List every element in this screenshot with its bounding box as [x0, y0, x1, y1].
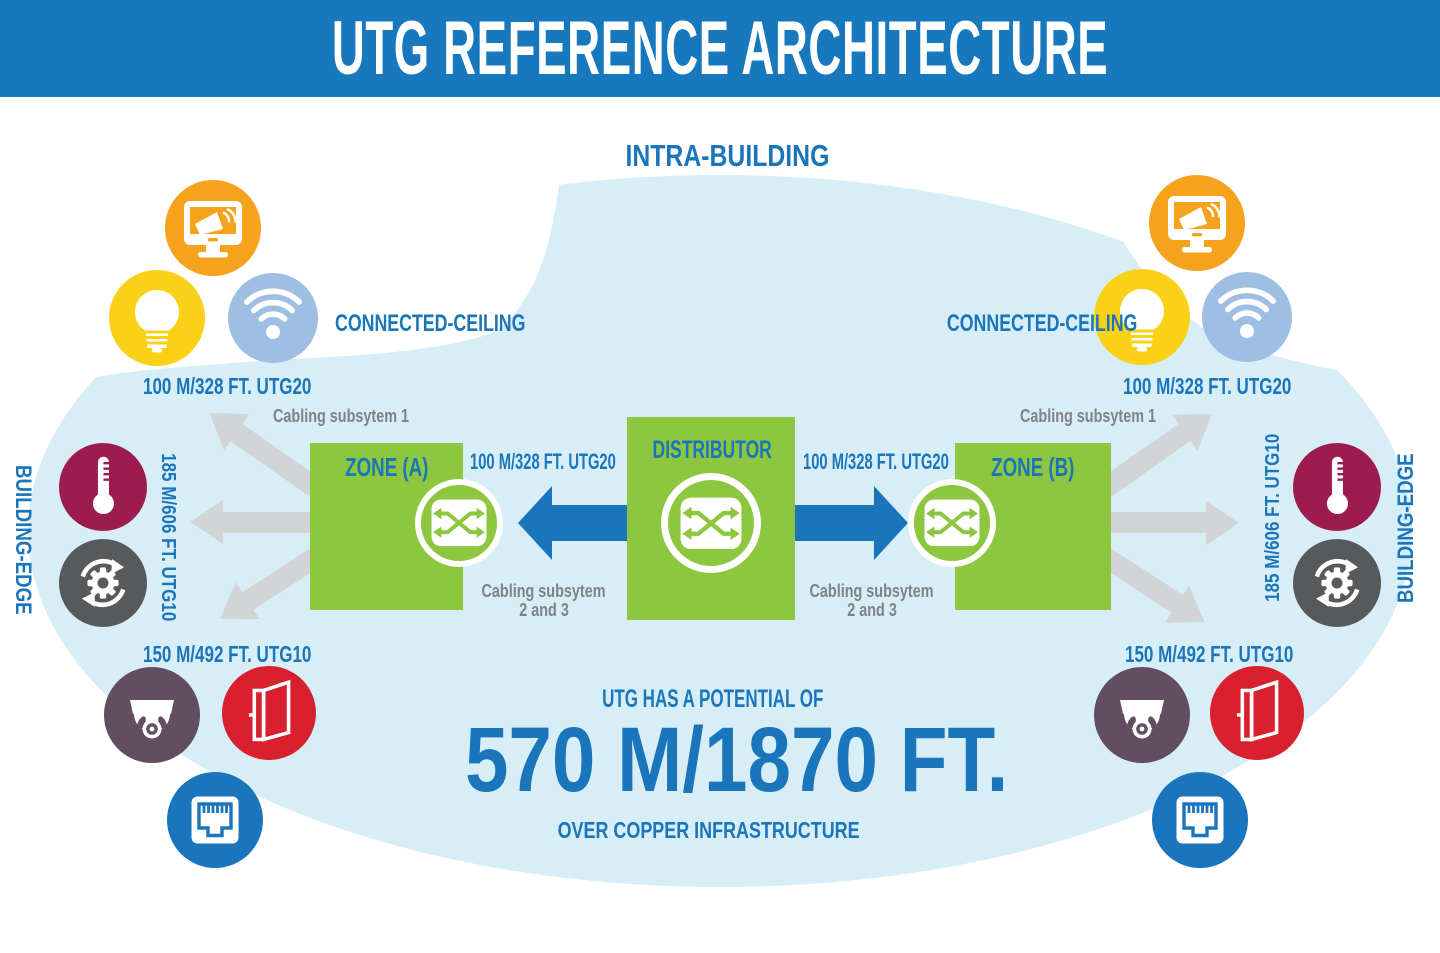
- gear-sync-icon: [80, 558, 126, 608]
- link-distance-right: 100 M/328 FT. UTG20: [803, 449, 949, 474]
- zone-a-arrow-left: [223, 512, 315, 533]
- intra-building-label: INTRA-BUILDING: [625, 138, 829, 173]
- ethernet-port-circle-left: [167, 772, 263, 868]
- ethernet-port-icon: [1176, 796, 1224, 844]
- ethernet-port-circle-right: [1152, 772, 1248, 868]
- cabling-subsystem-1-right: Cabling subsytem 1: [1020, 406, 1157, 426]
- wifi-icon: [243, 288, 303, 340]
- light-bulb-circle-right: [1094, 269, 1190, 365]
- potential-value: 570 M/1870 FT.: [464, 709, 1009, 811]
- wifi-icon: [1217, 287, 1277, 339]
- wifi-circle-left: [228, 273, 318, 363]
- thermometer-icon: [1326, 456, 1348, 515]
- gear-sync-icon: [1314, 558, 1360, 608]
- zone-b-arrow-right: [1106, 500, 1239, 545]
- network-switch-icon: [680, 497, 742, 549]
- wifi-circle-right: [1202, 272, 1292, 362]
- door-circle-left: [222, 666, 316, 760]
- cabling-subsystem-1-left: Cabling subsytem 1: [273, 406, 410, 426]
- page-title: UTG REFERENCE ARCHITECTURE: [331, 6, 1109, 91]
- building-edge-label-right: BUILDING-EDGE: [1393, 453, 1418, 603]
- distributor-switch: [661, 473, 761, 573]
- edge-distance-right: 185 M/606 FT. UTG10: [1262, 433, 1284, 602]
- edge-distance-left: 185 M/606 FT. UTG10: [157, 453, 179, 622]
- network-switch-icon: [924, 499, 980, 547]
- zone-b-label: ZONE (B): [991, 452, 1075, 482]
- floor-distance-right: 150 M/492 FT. UTG10: [1125, 641, 1294, 667]
- gear-sync-circle-left: [59, 539, 147, 627]
- header-banner: UTG REFERENCE ARCHITECTURE: [0, 0, 1440, 97]
- light-bulb-icon: [1120, 289, 1164, 352]
- distributor-to-zone-a-arrow: [552, 505, 629, 541]
- distributor-label: DISTRIBUTOR: [652, 436, 772, 464]
- building-edge-label-left: BUILDING-EDGE: [11, 465, 36, 615]
- gear-sync-circle-right: [1293, 539, 1381, 627]
- light-bulb-icon: [135, 290, 179, 353]
- floor-distance-left: 150 M/492 FT. UTG10: [143, 641, 312, 667]
- dome-camera-icon: [130, 700, 174, 739]
- thermometer-circle-right: [1293, 443, 1381, 531]
- cabling-subsystem-23-right: Cabling subsytem 2 and 3: [809, 581, 935, 620]
- light-bulb-circle-left: [109, 270, 205, 366]
- signage-display-circle-right: [1149, 175, 1245, 271]
- signage-display-icon: [184, 201, 242, 258]
- connected-ceiling-label-right: CONNECTED-CEILING: [946, 310, 1138, 337]
- signage-display-icon: [1168, 196, 1226, 253]
- door-icon: [1236, 679, 1279, 742]
- dome-camera-circle-left: [104, 667, 200, 763]
- potential-intro: UTG HAS A POTENTIAL OF: [602, 685, 824, 713]
- ceiling-distance-right: 100 M/328 FT. UTG20: [1123, 373, 1292, 399]
- dome-camera-circle-right: [1094, 667, 1190, 763]
- potential-caption: OVER COPPER INFRASTRUCTURE: [557, 817, 861, 843]
- dome-camera-icon: [1120, 700, 1164, 739]
- connected-ceiling-label-left: CONNECTED-CEILING: [335, 310, 526, 337]
- cabling-subsystem-23-left: Cabling subsytem 2 and 3: [481, 581, 607, 620]
- thermometer-icon: [92, 456, 114, 515]
- zone-b-switch: [908, 479, 996, 567]
- link-distance-left: 100 M/328 FT. UTG20: [470, 449, 616, 474]
- network-switch-icon: [431, 499, 487, 547]
- thermometer-circle-left: [59, 443, 147, 531]
- door-icon: [248, 679, 291, 742]
- zone-a-switch: [415, 479, 503, 567]
- zone-b-box: ZONE (B): [955, 443, 1111, 610]
- signage-display-circle-left: [165, 180, 261, 276]
- ethernet-port-icon: [191, 796, 239, 844]
- distributor-to-zone-b-arrow: [793, 486, 908, 560]
- door-circle-right: [1210, 666, 1304, 760]
- zone-a-label: ZONE (A): [344, 452, 429, 482]
- ceiling-distance-left: 100 M/328 FT. UTG20: [143, 373, 312, 399]
